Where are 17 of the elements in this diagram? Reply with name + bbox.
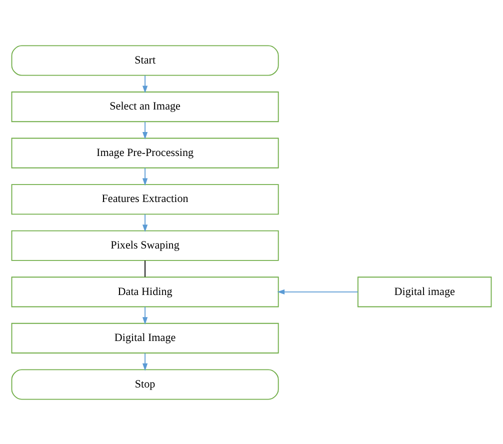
node-box: Stop (11, 368, 279, 400)
arrow (277, 288, 358, 294)
arrow (142, 120, 148, 139)
node-box: Pixels Swaping (11, 230, 279, 260)
connector (144, 260, 146, 277)
arrow (142, 167, 148, 186)
arrow (142, 306, 148, 324)
node-box: Features Extraction (11, 184, 279, 214)
node-box: Select an Image (11, 91, 279, 122)
node-box: Image Pre-Processing (11, 137, 279, 168)
node-box: Data Hiding (11, 276, 279, 307)
arrow (142, 74, 148, 93)
arrow (142, 352, 148, 370)
node-box: Start (11, 44, 279, 76)
node-box: Digital image (357, 276, 492, 307)
arrow (142, 213, 148, 232)
node-box: Digital Image (11, 322, 279, 353)
